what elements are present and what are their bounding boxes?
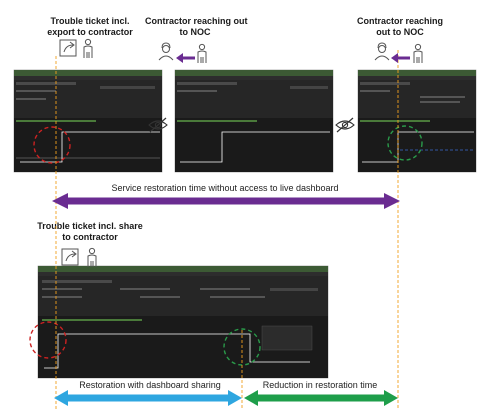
caption-text: Service restoration time without access … [108,183,342,193]
reduction-arrow [244,390,398,406]
reduction-caption: Reduction in restoration time [246,379,394,391]
hidden-eye-icon [148,117,168,133]
person-icon [413,43,423,63]
title-line: Contractor reaching [356,16,443,26]
dashboard-sharing-arrow [54,390,242,406]
title-line: to contractor [62,232,118,242]
service-restoration-arrow [52,193,400,209]
title-ticket-share: Trouble ticket incl. share to contractor [30,221,150,243]
red-highlight-circle-bottom [29,321,67,359]
caption-text: Restoration with dashboard sharing [76,380,224,390]
arrow-left-icon [391,53,410,63]
title-line: Trouble ticket incl. share [37,221,143,231]
share-icon [61,248,79,266]
title-line: export to contractor [47,27,133,37]
arrow-left-icon [176,53,195,63]
person-icon [83,38,93,58]
red-highlight-circle [33,126,71,164]
headset-person-icon [374,42,390,61]
title-line: Trouble ticket incl. [50,16,130,26]
title-line: to NOC [179,27,211,37]
title-line: out to NOC [376,27,424,37]
dashboard-screenshot-3 [357,69,477,173]
caption-text: Reduction in restoration time [259,380,381,390]
dashboard-screenshot-2 [174,69,334,173]
dashboard-sharing-caption: Restoration with dashboard sharing [60,379,240,391]
dashboard-screenshot-1 [13,69,163,173]
person-icon [87,247,97,267]
person-icon [197,43,207,63]
share-icon [59,39,77,57]
dashboard-screenshot-shared [37,265,329,379]
service-restoration-caption: Service restoration time without access … [60,182,390,194]
hidden-eye-icon [335,117,355,133]
title-contractor-2: Contractor reaching out to NOC [350,16,450,38]
title-ticket-export: Trouble ticket incl. export to contracto… [40,16,140,38]
title-line: Contractor reaching out [145,16,248,26]
green-highlight-circle [387,125,423,161]
headset-person-icon [158,42,174,61]
title-contractor-1: Contractor reaching out to NOC [145,16,248,38]
